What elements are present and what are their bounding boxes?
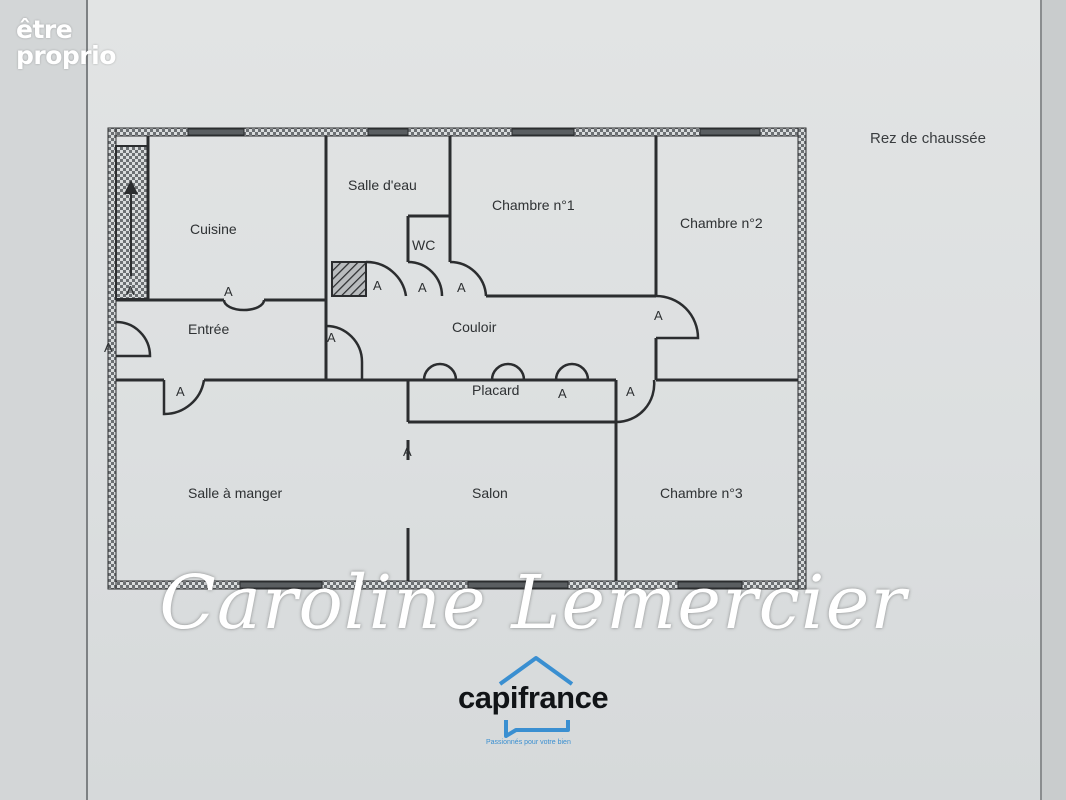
logo-line-1: être [16, 15, 73, 44]
interior-walls [116, 136, 798, 581]
windows [187, 128, 761, 589]
room-label-cuisine: Cuisine [190, 221, 237, 237]
door-marker: A [373, 278, 382, 293]
logo-line-2: proprio [16, 41, 116, 70]
room-label-entree: Entrée [188, 321, 229, 337]
door-marker: A [126, 283, 135, 298]
paper-edge [1040, 0, 1066, 800]
house-outline-icon [498, 656, 574, 738]
shaft-block [331, 261, 367, 297]
door-markers: A A A A A A A A A A A A [104, 278, 663, 459]
room-label-salle-eau: Salle d'eau [348, 177, 417, 193]
door-marker: A [176, 384, 185, 399]
door-marker: A [654, 308, 663, 323]
door-marker: A [224, 284, 233, 299]
room-label-chambre2: Chambre n°2 [680, 215, 763, 231]
room-label-couloir: Couloir [452, 319, 497, 335]
capifrance-wordmark: capifrance [458, 680, 609, 715]
door-marker: A [558, 386, 567, 401]
door-marker: A [626, 384, 635, 399]
etre-proprio-logo: être proprio [16, 17, 116, 69]
outer-walls [107, 127, 807, 590]
signature-watermark: Caroline Lemercier [159, 560, 907, 646]
room-label-placard: Placard [472, 382, 519, 398]
door-marker: A [457, 280, 466, 295]
door-arcs [115, 260, 700, 424]
capifrance-tagline: Passionnés pour votre bien [486, 739, 571, 746]
room-label-chambre1: Chambre n°1 [492, 197, 575, 213]
room-label-salon: Salon [472, 485, 508, 501]
room-labels: Cuisine Salle d'eau Chambre n°1 Chambre … [188, 177, 763, 501]
door-marker: A [104, 340, 113, 355]
door-marker: A [327, 330, 336, 345]
door-marker: A [418, 280, 427, 295]
capifrance-logo: capifrance Passionnés pour votre bien [446, 650, 622, 750]
floor-title: Rez de chaussée [870, 130, 986, 147]
room-label-salle-manger: Salle à manger [188, 485, 283, 501]
room-label-wc: WC [412, 237, 435, 253]
door-marker: A [403, 444, 412, 459]
room-label-chambre3: Chambre n°3 [660, 485, 743, 501]
staircase [115, 145, 149, 300]
